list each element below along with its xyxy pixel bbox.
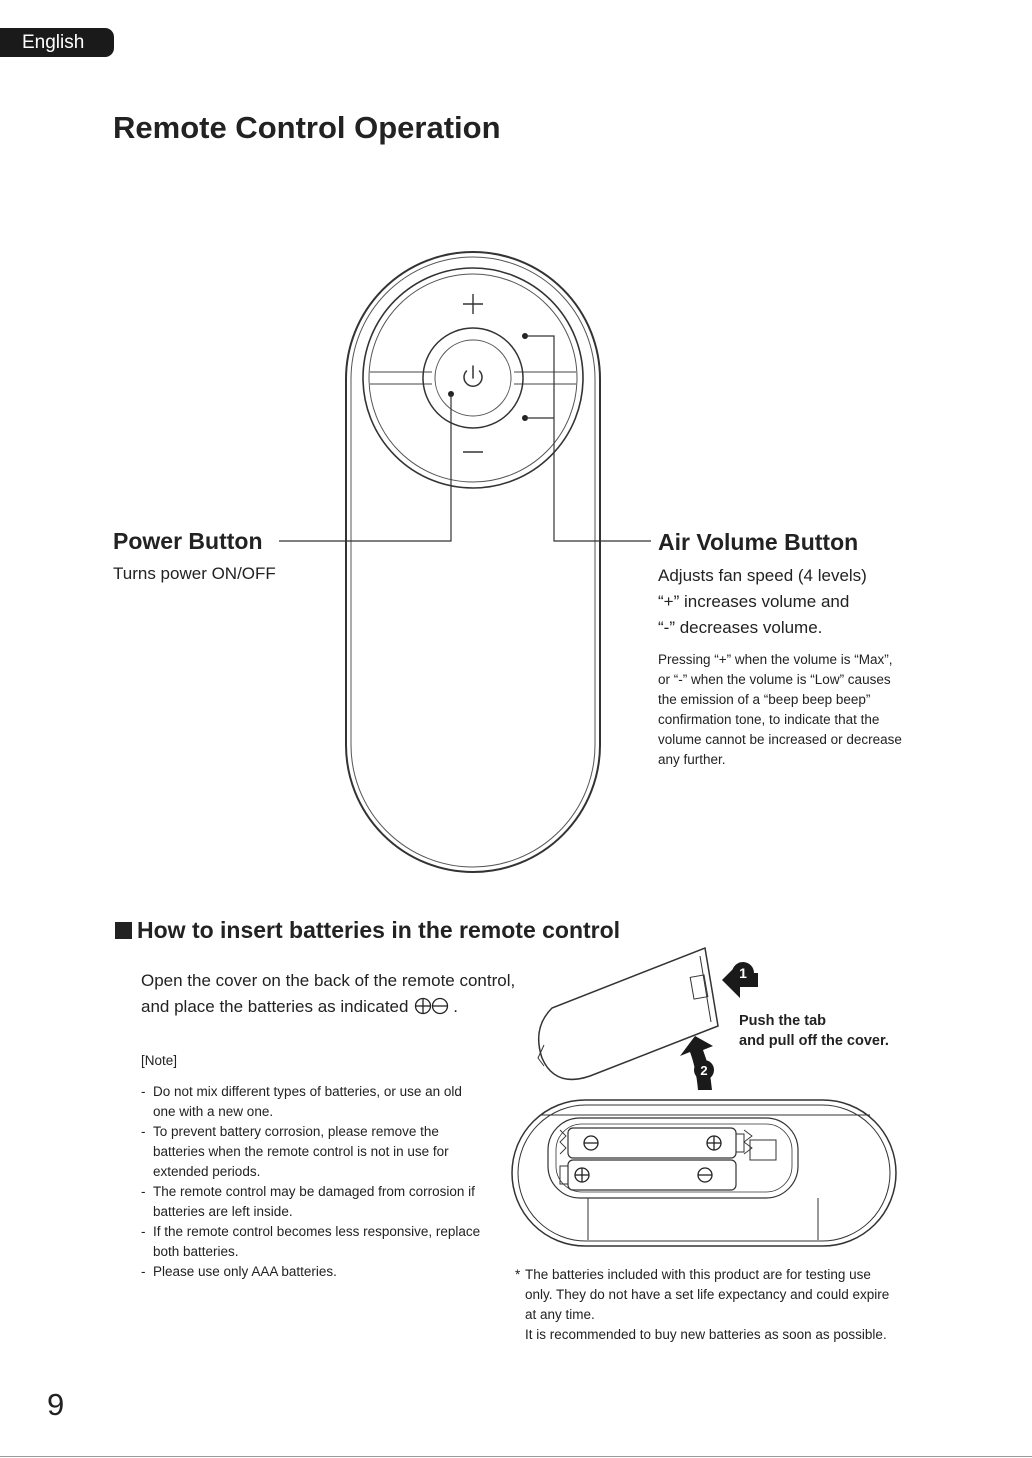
remote-back <box>511 1099 897 1247</box>
note-heading: [Note] <box>141 1053 178 1068</box>
plus-icon <box>463 294 483 314</box>
volume-ring-inner <box>368 273 578 483</box>
air-volume-description: Adjusts fan speed (4 levels) “+” increas… <box>658 566 867 637</box>
battery-notes-list: Do not mix different types of batteries,… <box>141 1082 486 1282</box>
polarity-markers <box>574 1135 722 1183</box>
battery-illustration: 1 2 <box>511 946 897 1247</box>
remote-illustration <box>279 251 651 873</box>
battery-intro: Open the cover on the back of the remote… <box>141 971 516 1016</box>
list-item: Do not mix different types of batteries,… <box>141 1082 486 1122</box>
plus-minus-battery-icon <box>415 997 449 1015</box>
push-tab-instruction: Push the tab and pull off the cover. <box>739 1013 889 1049</box>
battery-footnote: * The batteries included with this produ… <box>515 1267 890 1342</box>
list-item: If the remote control becomes less respo… <box>141 1222 486 1262</box>
remote-body-inner <box>350 256 596 868</box>
battery-cover <box>537 946 719 1081</box>
air-volume-note: Pressing “+” when the volume is “Max”, o… <box>658 652 902 767</box>
bottom-divider <box>0 1456 1032 1457</box>
square-bullet-icon <box>115 922 132 939</box>
step-1-marker: 1 <box>739 965 747 981</box>
remote-body-outer <box>345 251 601 873</box>
page-title: Remote Control Operation <box>113 110 501 145</box>
list-item: To prevent battery corrosion, please rem… <box>141 1122 486 1182</box>
power-button-inner <box>434 339 512 417</box>
power-button-description: Turns power ON/OFF <box>113 564 276 583</box>
power-icon <box>463 365 483 387</box>
list-item: The remote control may be damaged from c… <box>141 1182 486 1222</box>
language-tab: English <box>0 28 114 57</box>
battery-section-title: How to insert batteries in the remote co… <box>115 917 620 944</box>
step-2-marker: 2 <box>700 1063 707 1078</box>
volume-ring-outer <box>362 267 584 489</box>
power-button-title: Power Button <box>113 528 263 554</box>
list-item: Please use only AAA batteries. <box>141 1262 486 1282</box>
air-volume-title: Air Volume Button <box>658 529 859 555</box>
power-button-outer <box>422 327 524 429</box>
page-number: 9 <box>47 1387 65 1422</box>
